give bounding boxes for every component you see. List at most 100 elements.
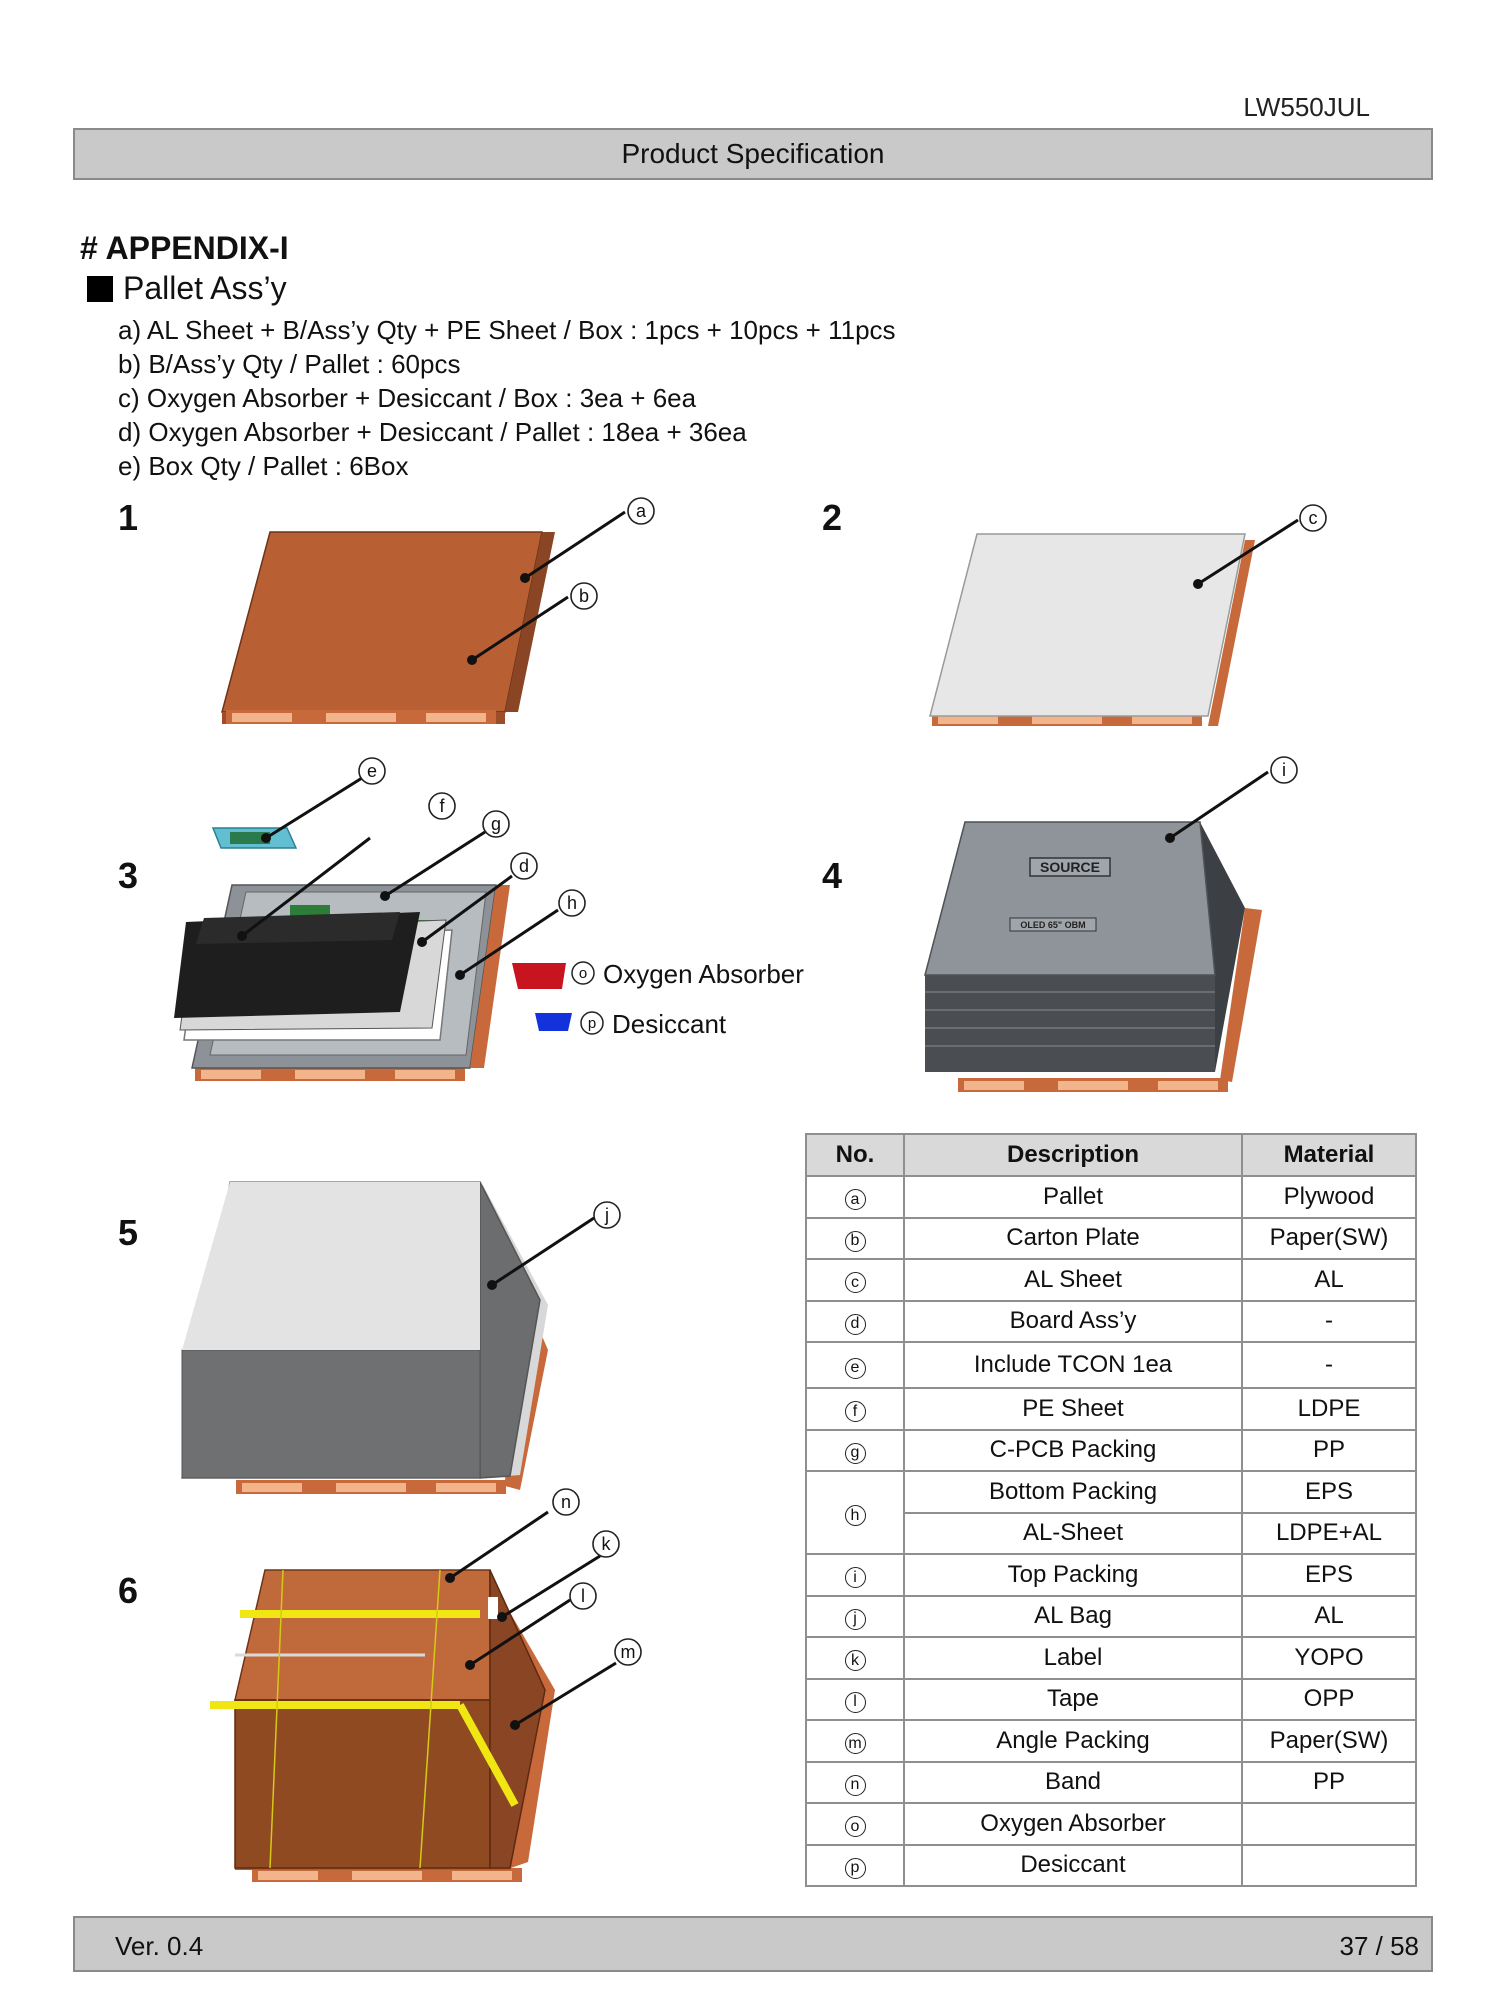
step6-figure <box>210 1510 617 1882</box>
material-cell: YOPO <box>1241 1636 1417 1680</box>
table-row: d Board Ass’y - <box>805 1299 1417 1343</box>
callout-markers <box>358 497 1327 1666</box>
material-cell: AL <box>1241 1594 1417 1638</box>
callout-circle <box>614 1638 642 1666</box>
material-cell: Paper(SW) <box>1241 1216 1417 1260</box>
table-row: j AL Bag AL <box>805 1594 1417 1638</box>
description-cell: Desiccant <box>903 1843 1243 1887</box>
material-cell <box>1241 1843 1417 1887</box>
spec-item: e) Box Qty / Pallet : 6Box <box>118 451 409 481</box>
item-number-badge: m <box>844 1733 866 1755</box>
table-row: i Top Packing EPS <box>805 1553 1417 1597</box>
description-cell: AL Sheet <box>903 1258 1243 1302</box>
description-cell: Tape <box>903 1677 1243 1721</box>
step4-figure: SOURCE OLED 65" OBM <box>924 770 1269 1092</box>
callout-circle <box>510 852 538 880</box>
description-cell: Carton Plate <box>903 1216 1243 1260</box>
description-cell: Band <box>903 1760 1243 1804</box>
callout-circle <box>1299 504 1327 532</box>
legend-oxygen-label: Oxygen Absorber <box>603 959 804 989</box>
table-row: g C-PCB Packing PP <box>805 1428 1417 1472</box>
legend-oxygen-absorber: o Oxygen Absorber <box>571 959 804 989</box>
callout-circle <box>570 582 598 610</box>
material-cell: - <box>1241 1299 1417 1343</box>
table-row: o Oxygen Absorber <box>805 1802 1417 1846</box>
callout-circle <box>358 757 386 785</box>
legend-desiccant: p Desiccant <box>580 1009 727 1039</box>
material-cell: PP <box>1241 1760 1417 1804</box>
callout-circle <box>428 792 456 820</box>
callout-f: f <box>439 796 445 816</box>
callout-circle <box>1270 756 1298 784</box>
box-label-source: SOURCE <box>1040 859 1100 875</box>
step-number-1: 1 <box>118 497 139 538</box>
step3-figure <box>174 776 572 1081</box>
callout-i: i <box>1282 760 1286 780</box>
callout-d: d <box>519 856 529 876</box>
callout-b: b <box>579 586 589 606</box>
description-cell: Top Packing <box>903 1553 1243 1597</box>
material-cell: AL <box>1241 1258 1417 1302</box>
callout-m: m <box>621 1642 636 1662</box>
description-cell: Oxygen Absorber <box>903 1802 1243 1846</box>
table-row: b Carton Plate Paper(SW) <box>805 1216 1417 1260</box>
item-number-badge: k <box>844 1650 866 1672</box>
footer-bar: Ver. 0.4 37 / 58 <box>73 1916 1433 1972</box>
spec-item: c) Oxygen Absorber + Desiccant / Box : 3… <box>118 383 697 413</box>
callout-g: g <box>491 814 501 834</box>
item-number-badge: i <box>844 1567 866 1589</box>
table-row: AL-Sheet LDPE+AL <box>806 1511 1417 1555</box>
description-cell: Angle Packing <box>903 1719 1243 1763</box>
step-number-4: 4 <box>822 855 843 896</box>
material-cell: LDPE <box>1241 1387 1417 1431</box>
item-number-badge: p <box>844 1857 866 1879</box>
material-cell: PP <box>1241 1428 1417 1472</box>
table-row: p Desiccant <box>805 1843 1417 1887</box>
description-cell: PE Sheet <box>903 1387 1243 1431</box>
description-cell: AL Bag <box>903 1594 1243 1638</box>
item-number-badge: d <box>844 1313 866 1335</box>
table-row: l Tape OPP <box>805 1677 1417 1721</box>
material-cell: OPP <box>1241 1677 1417 1721</box>
spec-item: d) Oxygen Absorber + Desiccant / Pallet … <box>118 417 747 447</box>
item-number-badge: j <box>844 1608 866 1630</box>
material-cell: LDPE+AL <box>1241 1511 1417 1555</box>
callout-l: l <box>581 1586 585 1606</box>
document-code: LW550JUL <box>1243 92 1370 122</box>
version-label: Ver. 0.4 <box>115 1931 204 1961</box>
table-row: f PE Sheet LDPE <box>805 1387 1417 1431</box>
table-row: h Bottom Packing EPS <box>805 1470 1417 1555</box>
spec-item: a) AL Sheet + B/Ass’y Qty + PE Sheet / B… <box>118 315 896 345</box>
section-heading: Pallet Ass’y <box>87 270 287 307</box>
table-row: e Include TCON 1ea - <box>805 1341 1417 1389</box>
material-cell: Plywood <box>1241 1175 1417 1219</box>
callout-circle <box>569 1582 597 1610</box>
material-cell: - <box>1241 1341 1417 1389</box>
item-number-badge: a <box>844 1189 866 1211</box>
spec-item: b) B/Ass’y Qty / Pallet : 60pcs <box>118 349 461 379</box>
table-row: m Angle Packing Paper(SW) <box>805 1719 1417 1763</box>
item-number-badge: b <box>844 1230 866 1252</box>
callout-n: n <box>561 1492 571 1512</box>
material-cell: EPS <box>1241 1470 1417 1514</box>
step-number-5: 5 <box>118 1212 139 1253</box>
column-header-description: Description <box>903 1133 1243 1177</box>
oxygen-absorber-swatch <box>512 963 566 989</box>
material-cell: EPS <box>1241 1553 1417 1597</box>
callout-c: c <box>1309 508 1318 528</box>
step-number-6: 6 <box>118 1570 139 1611</box>
item-number-badge: e <box>844 1357 866 1379</box>
material-cell: Paper(SW) <box>1241 1719 1417 1763</box>
callout-a: a <box>636 501 647 521</box>
description-cell: Pallet <box>903 1175 1243 1219</box>
item-number-badge: o <box>844 1816 866 1838</box>
callout-circle <box>558 889 586 917</box>
legend-oxygen-marker: o <box>579 965 587 982</box>
callout-circle <box>627 497 655 525</box>
legend-desiccant-label: Desiccant <box>612 1009 727 1039</box>
item-number-badge: c <box>844 1272 866 1294</box>
item-number-badge: h <box>844 1505 866 1526</box>
step-number-2: 2 <box>822 497 843 538</box>
page-number: 37 / 58 <box>1339 1931 1419 1961</box>
item-number-badge: f <box>844 1401 866 1423</box>
